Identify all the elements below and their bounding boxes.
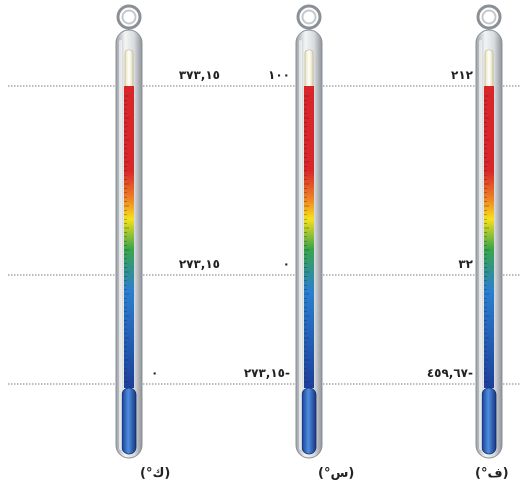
celsius-hanging-ring (296, 4, 322, 30)
celsius-boiling-label: ١٠٠ (268, 68, 290, 82)
kelvin-bulb (121, 387, 137, 455)
fahrenheit-scale-ticks (484, 95, 489, 383)
kelvin-glass-highlight (119, 40, 122, 450)
kelvin-freezing-label: ٢٧٣,١٥ (178, 257, 220, 271)
kelvin-unit-label: (°ك) (140, 466, 171, 481)
fahrenheit-hanging-ring (476, 4, 502, 30)
kelvin-liquid-column (124, 86, 134, 388)
fahrenheit-liquid-column (484, 86, 494, 388)
celsius-scale-ticks (304, 95, 309, 383)
kelvin-scale-ticks (124, 95, 129, 383)
reference-lines (8, 85, 520, 385)
celsius-freezing-label: ٠ (282, 257, 290, 271)
kelvin-boiling-label: ٣٧٣,١٥ (178, 68, 220, 82)
celsius-glass-highlight (299, 40, 302, 450)
celsius-ring-inner (301, 9, 317, 25)
fahrenheit-boiling-label: ٢١٢ (451, 68, 473, 82)
fahrenheit-thermometer (475, 4, 503, 459)
celsius-thermometer (295, 4, 323, 459)
kelvin-empty-capillary (124, 49, 134, 89)
fahrenheit-glass-highlight (479, 40, 482, 450)
fahrenheit-bulb (481, 387, 497, 455)
fahrenheit-ring-inner (481, 9, 497, 25)
celsius-unit-label: (°س) (318, 466, 355, 481)
kelvin-ring-inner (121, 9, 137, 25)
fahrenheit-unit-label: (°ف) (475, 466, 509, 481)
celsius-empty-capillary (304, 49, 314, 89)
fahrenheit-zero-label: -٤٥٩,٦٧ (426, 366, 473, 380)
fahrenheit-freezing-label: ٣٢ (458, 257, 473, 271)
celsius-zero-label: -٢٧٣,١٥ (243, 366, 290, 380)
kelvin-zero-label: ٠ (151, 366, 159, 380)
kelvin-thermometer (115, 4, 143, 459)
celsius-bulb (301, 387, 317, 455)
celsius-liquid-column (304, 86, 314, 388)
thermometers (115, 4, 503, 459)
fahrenheit-empty-capillary (484, 49, 494, 89)
kelvin-hanging-ring (116, 4, 142, 30)
